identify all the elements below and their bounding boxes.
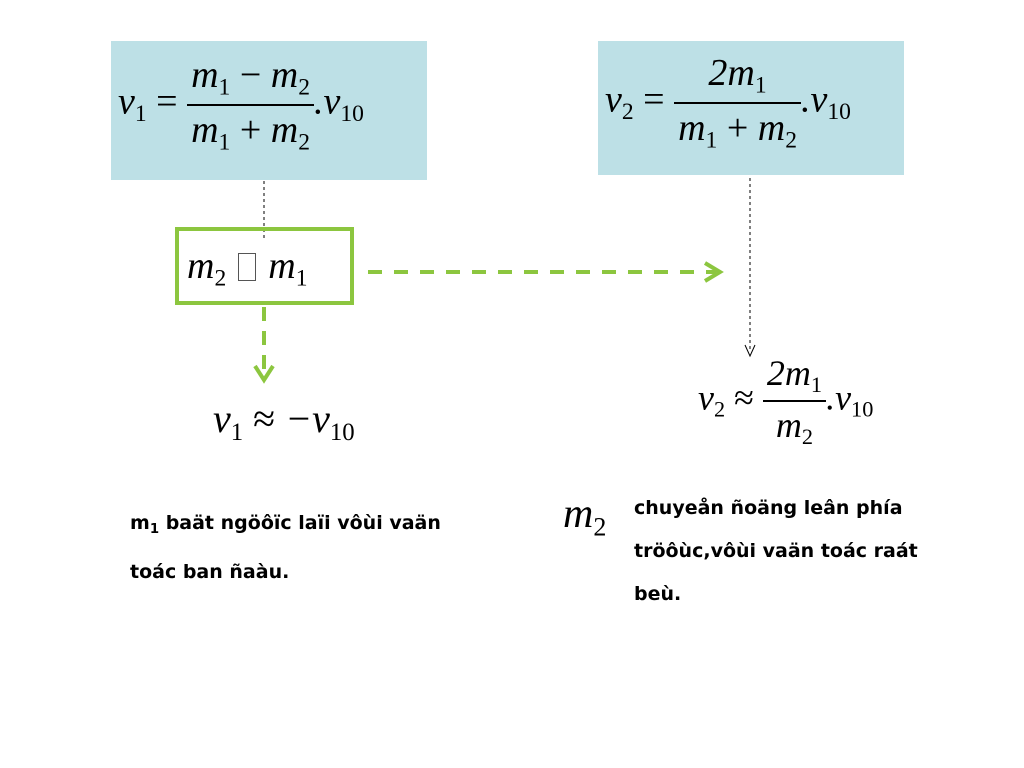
- arrowhead-v2-approx: [744, 344, 756, 358]
- formula-v2-box: [598, 41, 904, 175]
- formula-v1: v1 = m1 − m2 m1 + m2 .v10: [118, 54, 364, 156]
- note-right-line3: beù.: [634, 583, 682, 605]
- formula-v2: v2 = 2m1 m1 + m2 .v10: [605, 52, 851, 154]
- missing-glyph-icon: [238, 253, 257, 281]
- note-right-line2: tröôùc,vôùi vaän toác raát: [634, 540, 918, 562]
- note-left: m1 baät ngöôïc laïi vôùi vaän toác ban ñ…: [130, 502, 500, 594]
- formula-v1-box: [111, 41, 427, 180]
- note-left-line2: toác ban ñaàu.: [130, 560, 290, 583]
- note-right-symbol: m2: [563, 491, 607, 542]
- note-right-line1: chuyeån ñoäng leân phía: [634, 497, 903, 519]
- note-left-line1: m1 baät ngöôïc laïi vôùi vaän: [130, 512, 441, 537]
- result-v1: v1 ≈ −v10: [213, 396, 355, 446]
- result-v2: v2 ≈ 2m1 m2 .v10: [698, 353, 874, 450]
- note-right: chuyeån ñoäng leân phía tröôùc,vôùi vaän…: [634, 487, 974, 616]
- condition-frame: [175, 227, 354, 305]
- green-arrowhead-down: [253, 364, 275, 384]
- green-arrowhead-right: [703, 261, 724, 283]
